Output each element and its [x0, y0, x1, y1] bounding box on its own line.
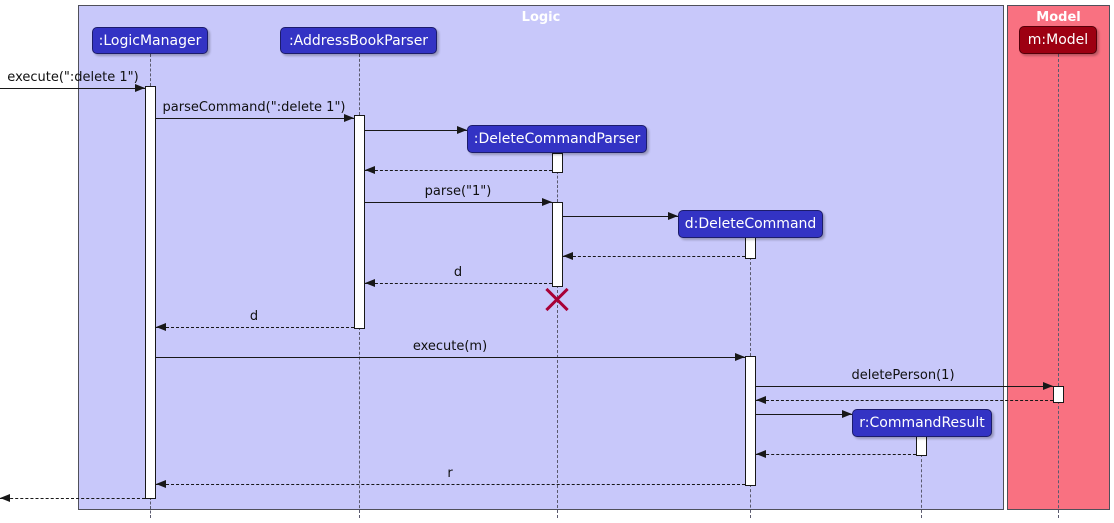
activation-delete-command-1	[744, 237, 756, 259]
lifeline-delete-command	[749, 484, 751, 518]
message-label: parse("1")	[424, 184, 492, 199]
participant-delete-command: d:DeleteCommand	[678, 210, 823, 238]
model-frame-label: Model	[1036, 10, 1081, 25]
logic-frame: Logic	[78, 5, 1004, 510]
lifeline-address-book-parser	[358, 327, 360, 518]
lifeline-delete-command-parser	[556, 285, 558, 518]
model-frame: Model	[1007, 5, 1110, 510]
message-execute-m	[155, 352, 745, 361]
lifeline-delete-command	[749, 257, 751, 356]
message-parse-command	[155, 113, 354, 122]
participant-delete-command-parser: :DeleteCommandParser	[467, 125, 647, 153]
return-r-to-logic-manager	[155, 479, 745, 488]
message-label: r	[447, 466, 453, 481]
lifeline-logic-manager	[149, 497, 151, 518]
message-label: execute(m)	[412, 339, 488, 354]
activation-address-book-parser	[353, 115, 365, 329]
message-label: execute(":delete 1")	[7, 70, 139, 85]
message-label: d	[249, 309, 259, 324]
lifeline-model	[1057, 401, 1059, 518]
activation-delete-command-parser-2	[551, 202, 563, 287]
message-delete-person	[755, 381, 1053, 390]
participant-label: :DeleteCommandParser	[473, 131, 641, 147]
message-create-delete-command-parser	[364, 125, 467, 134]
destroy-x-icon	[545, 287, 569, 311]
message-label: d	[453, 265, 463, 280]
logic-frame-label: Logic	[521, 10, 561, 25]
return-to-address-book-parser	[364, 165, 552, 174]
return-to-delete-command-parser	[562, 251, 745, 260]
return-from-command-result	[755, 449, 916, 458]
message-label: parseCommand(":delete 1")	[162, 100, 346, 115]
lifeline-address-book-parser	[358, 54, 360, 115]
activation-model	[1052, 386, 1064, 403]
participant-model: m:Model	[1019, 26, 1097, 54]
return-to-caller	[0, 493, 145, 502]
message-label: deletePerson(1)	[851, 368, 955, 383]
participant-label: :AddressBookParser	[288, 32, 429, 49]
return-d-to-address-book-parser	[364, 278, 552, 287]
lifeline-model	[1057, 54, 1059, 386]
return-to-delete-command	[755, 395, 1053, 404]
message-create-delete-command	[562, 211, 678, 220]
participant-command-result: r:CommandResult	[852, 409, 992, 437]
participant-address-book-parser: :AddressBookParser	[280, 27, 437, 54]
message-execute-delete	[0, 83, 145, 92]
message-create-command-result	[755, 409, 852, 418]
activation-command-result	[915, 436, 927, 456]
return-d-to-logic-manager	[155, 322, 354, 331]
activation-delete-command-parser-1	[551, 153, 563, 173]
participant-label: m:Model	[1027, 32, 1089, 48]
participant-label: :LogicManager	[98, 32, 202, 49]
activation-logic-manager	[144, 86, 156, 499]
lifeline-delete-command-parser	[556, 171, 558, 202]
participant-label: d:DeleteCommand	[684, 216, 817, 232]
lifeline-command-result	[920, 454, 922, 518]
activation-delete-command-2	[744, 356, 756, 486]
lifeline-logic-manager	[149, 54, 151, 86]
participant-label: r:CommandResult	[859, 415, 985, 431]
participant-logic-manager: :LogicManager	[92, 27, 208, 54]
message-parse	[364, 197, 552, 206]
